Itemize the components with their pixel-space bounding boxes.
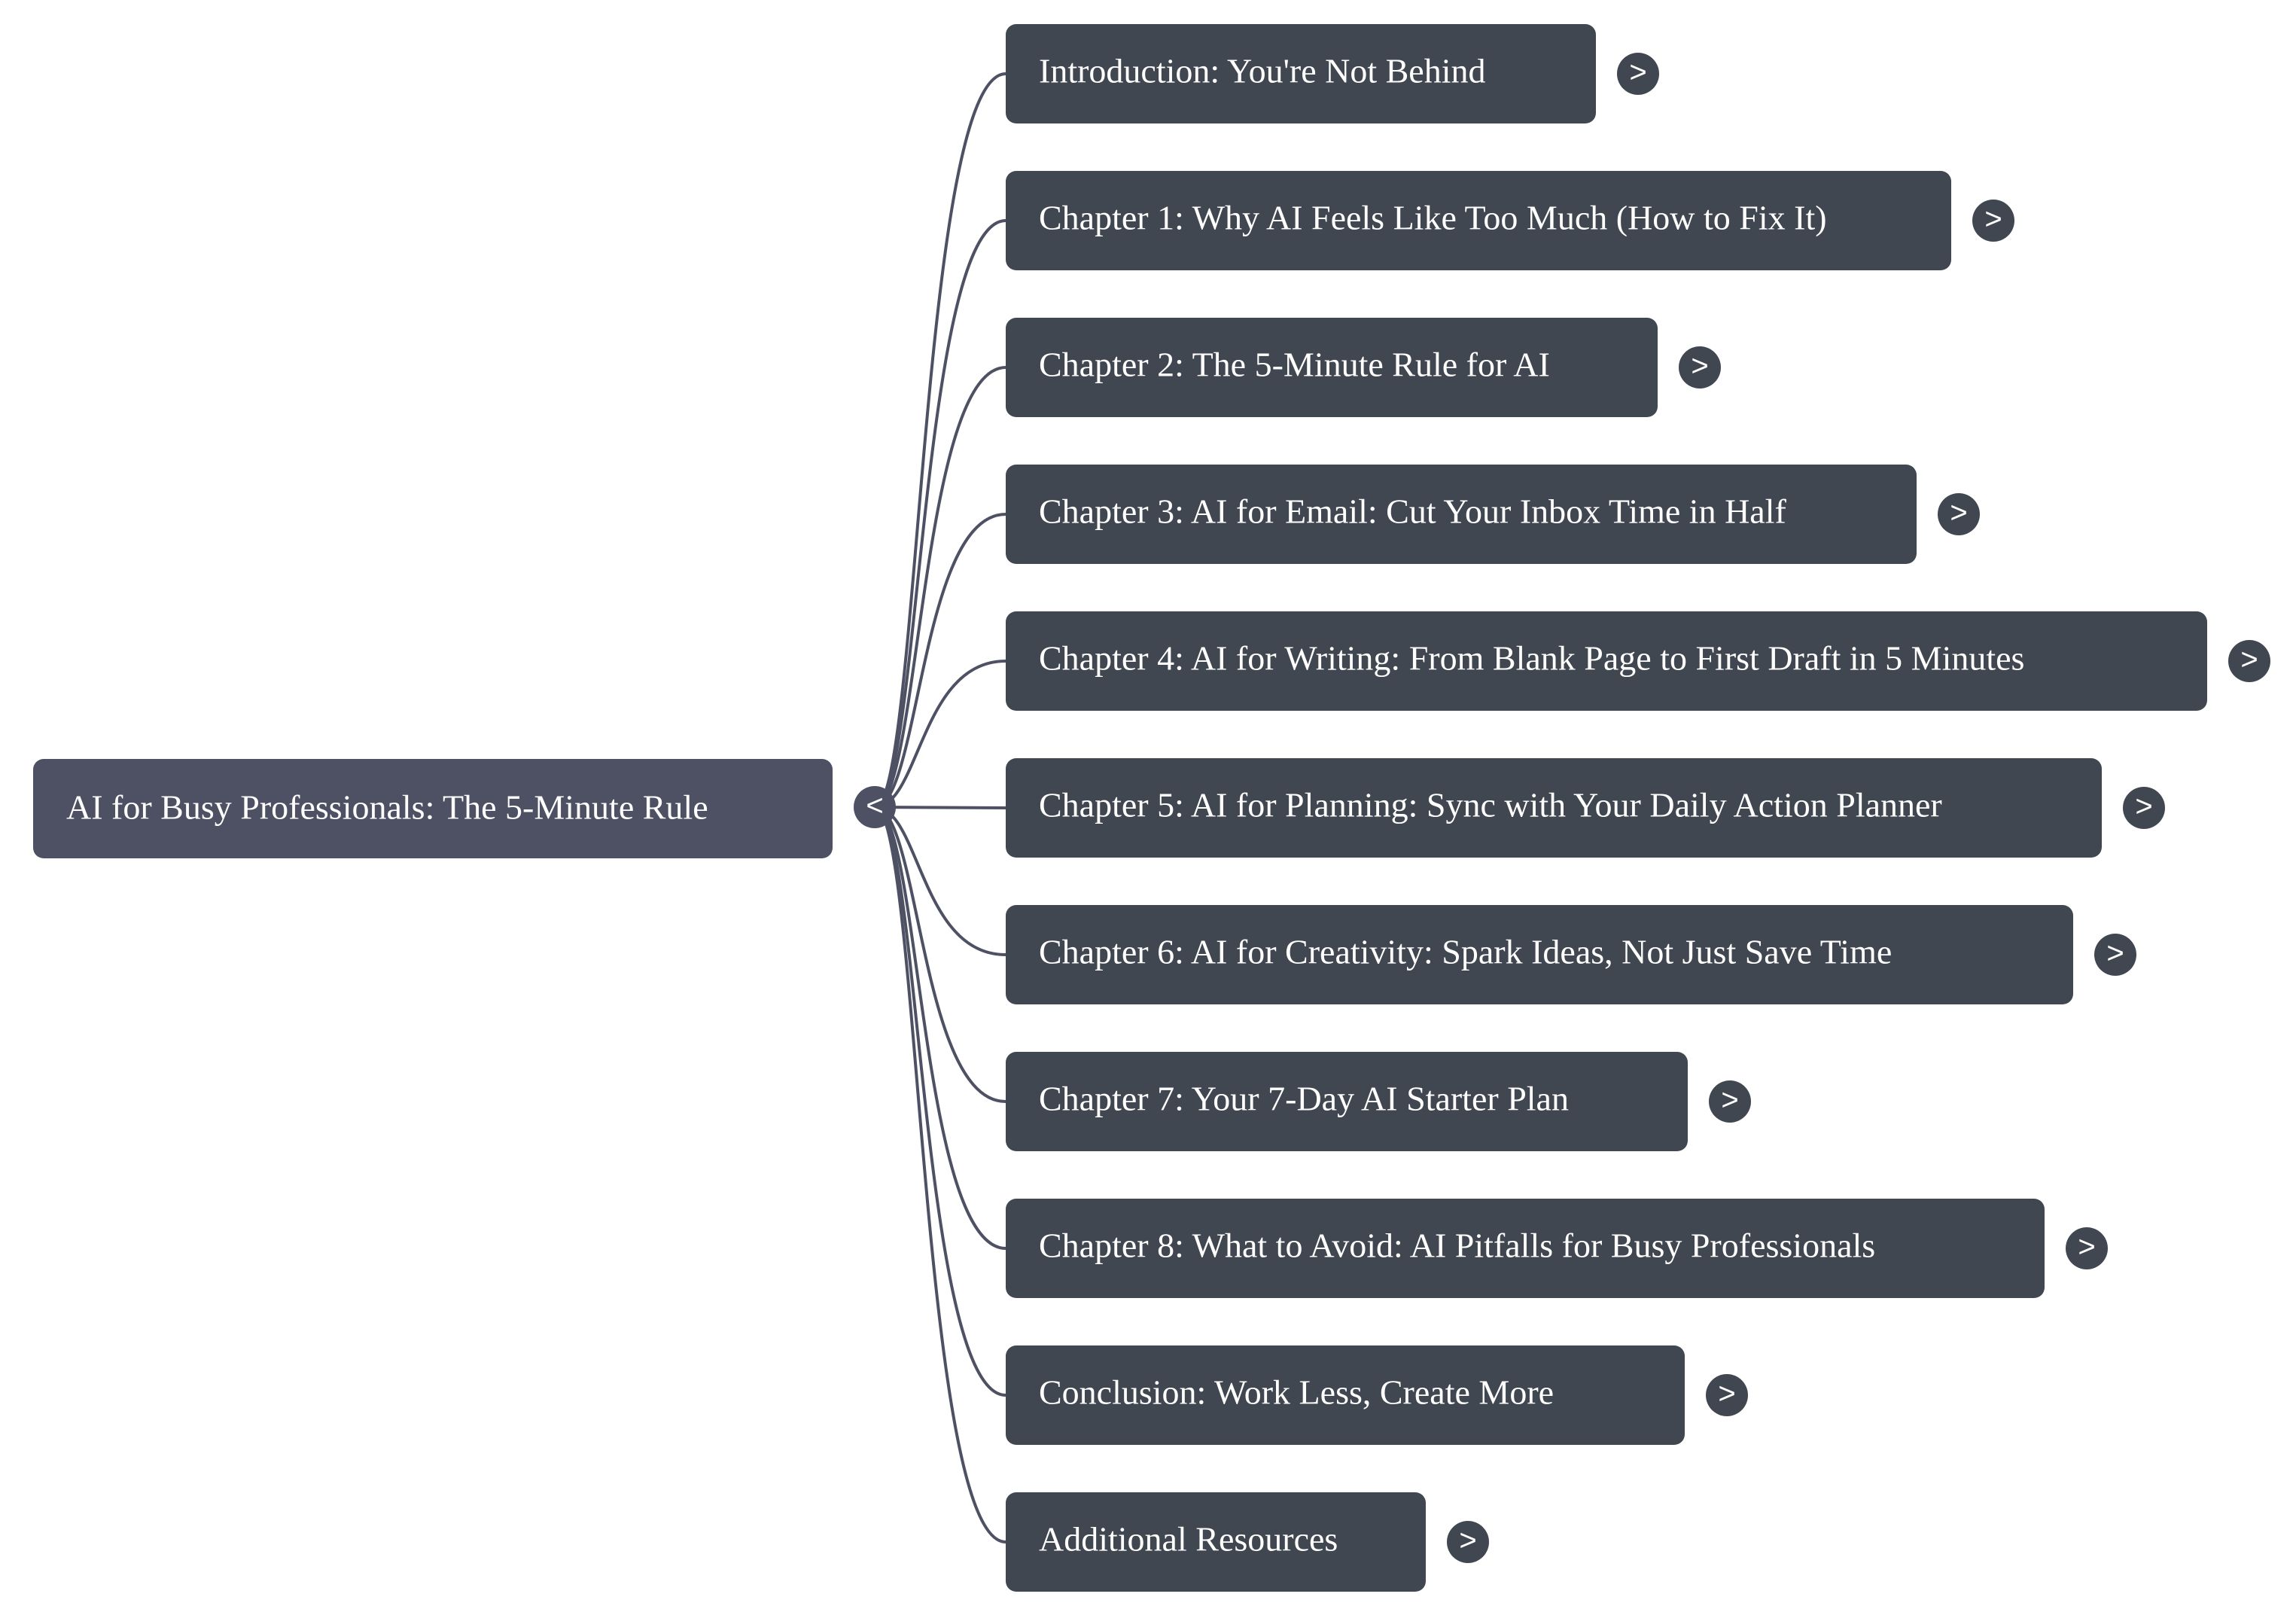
child-node[interactable]: Introduction: You're Not Behind [1006,24,1596,123]
expand-icon[interactable] [1709,1080,1751,1123]
expand-icon[interactable] [1938,493,1980,535]
child-node-label: Chapter 4: AI for Writing: From Blank Pa… [1039,639,2024,678]
expand-toggle[interactable]: > [2228,640,2270,682]
root-collapse-toggle[interactable]: < [854,786,896,828]
child-node-label: Additional Resources [1039,1520,1338,1559]
root-node-box[interactable] [33,759,833,858]
expand-toggle[interactable]: > [2094,934,2136,976]
child-node-box[interactable] [1006,24,1596,123]
expand-icon-glyph: > [1691,349,1708,382]
expand-icon-glyph: > [2240,643,2258,676]
child-node[interactable]: Chapter 1: Why AI Feels Like Too Much (H… [1006,171,1951,270]
connectors [874,72,1006,1543]
child-node-box[interactable] [1006,318,1658,417]
root-node-label: AI for Busy Professionals: The 5-Minute … [66,788,708,827]
child-node[interactable]: Chapter 8: What to Avoid: AI Pitfalls fo… [1006,1199,2045,1298]
child-node-label: Chapter 6: AI for Creativity: Spark Idea… [1039,933,1892,971]
connector-line [874,806,1006,809]
connector-line [874,806,1006,1397]
child-node-box[interactable] [1006,465,1917,564]
expand-icon-glyph: > [2078,1230,2095,1263]
expand-icon[interactable] [1706,1374,1748,1416]
child-node-label: Chapter 3: AI for Email: Cut Your Inbox … [1039,492,1787,531]
child-nodes: Introduction: You're Not Behind > Chapter … [1006,24,2270,1592]
root-node[interactable]: AI for Busy Professionals: The 5-Minute … [33,759,833,858]
child-node[interactable]: Chapter 2: The 5-Minute Rule for AI [1006,318,1658,417]
child-node[interactable]: Additional Resources [1006,1492,1426,1592]
expand-icon[interactable] [1447,1521,1489,1563]
child-node-box[interactable] [1006,1199,2045,1298]
expand-icon[interactable] [2066,1227,2108,1269]
child-node-label: Chapter 8: What to Avoid: AI Pitfalls fo… [1039,1227,1875,1265]
connector-line [874,219,1006,809]
expand-toggle[interactable]: > [1709,1080,1751,1123]
child-node-box[interactable] [1006,905,2073,1004]
expand-icon[interactable] [1679,346,1721,389]
expand-icon-glyph: > [1950,496,1967,529]
child-node-label: Chapter 7: Your 7-Day AI Starter Plan [1039,1080,1569,1118]
child-node[interactable]: Chapter 7: Your 7-Day AI Starter Plan [1006,1052,1688,1151]
expand-toggle[interactable]: > [1706,1374,1748,1416]
expand-icon-glyph: > [1718,1377,1735,1410]
collapse-icon-glyph: < [866,789,883,822]
expand-icon-glyph: > [2106,937,2124,970]
child-node-label: Introduction: You're Not Behind [1039,52,1486,90]
child-node[interactable]: Chapter 3: AI for Email: Cut Your Inbox … [1006,465,1917,564]
expand-icon-glyph: > [1721,1083,1738,1117]
child-node[interactable]: Chapter 6: AI for Creativity: Spark Idea… [1006,905,2073,1004]
child-node[interactable]: Chapter 4: AI for Writing: From Blank Pa… [1006,611,2207,711]
expand-icon[interactable] [2228,640,2270,682]
expand-icon[interactable] [2094,934,2136,976]
connector-line [874,806,1006,1250]
child-node[interactable]: Chapter 5: AI for Planning: Sync with Yo… [1006,758,2102,858]
connector-line [874,366,1006,809]
expand-toggle[interactable]: > [1679,346,1721,389]
expand-toggle[interactable]: > [2123,787,2165,829]
child-node-label: Chapter 1: Why AI Feels Like Too Much (H… [1039,199,1827,237]
expand-toggle[interactable]: > [1617,53,1659,95]
expand-icon[interactable] [1617,53,1659,95]
expand-icon[interactable] [2123,787,2165,829]
expand-icon-glyph: > [2135,790,2152,823]
child-node-label: Chapter 2: The 5-Minute Rule for AI [1039,346,1550,384]
connector-line [874,72,1006,809]
expand-icon-glyph: > [1984,203,2002,236]
connector-line [874,513,1006,809]
child-node[interactable]: Conclusion: Work Less, Create More [1006,1345,1685,1445]
collapse-icon[interactable] [854,786,896,828]
child-node-box[interactable] [1006,758,2102,858]
expand-toggle[interactable]: > [2066,1227,2108,1269]
expand-toggle[interactable]: > [1447,1521,1489,1563]
child-node-box[interactable] [1006,171,1951,270]
expand-icon-glyph: > [1629,56,1646,89]
child-node-label: Conclusion: Work Less, Create More [1039,1373,1554,1412]
expand-icon-glyph: > [1459,1524,1476,1557]
child-node-box[interactable] [1006,1052,1688,1151]
expand-toggle[interactable]: > [1972,200,2014,242]
connector-line [874,806,1006,1543]
expand-toggle[interactable]: > [1938,493,1980,535]
child-node-box[interactable] [1006,1345,1685,1445]
child-node-box[interactable] [1006,611,2207,711]
child-node-box[interactable] [1006,1492,1426,1592]
expand-icon[interactable] [1972,200,2014,242]
connector-line [874,806,1006,1103]
child-node-label: Chapter 5: AI for Planning: Sync with Yo… [1039,786,1942,824]
